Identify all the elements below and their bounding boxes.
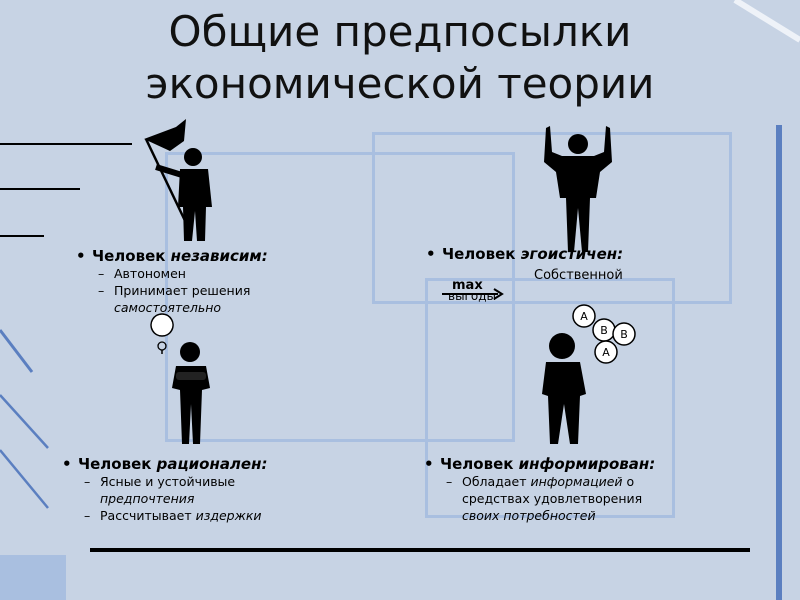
bottom-rule <box>90 548 750 552</box>
egoist-figure <box>544 126 612 252</box>
item-heading: •Человек эгоистичен: <box>426 245 624 263</box>
sub-item-continuation: своих потребностей <box>462 508 596 523</box>
item-egoistic: •Человек эгоистичен: <box>426 245 623 263</box>
title-line-2: экономической теории <box>145 59 655 108</box>
abc-bubbles-icon: A B B A <box>572 304 636 364</box>
title-line-1: Общие предпосылки <box>168 7 632 56</box>
left-line-3 <box>0 235 44 237</box>
bubble-letter: B <box>600 324 608 337</box>
bubble-letter: B <box>620 328 628 341</box>
lightbulb-icon <box>150 313 174 337</box>
page-title: Общие предпосылки экономической теории <box>0 6 800 110</box>
rational-person-figure <box>150 313 210 444</box>
flag-icon <box>144 119 186 151</box>
item-rational: •Человек рационален: –Ясные и устойчивые… <box>62 455 267 524</box>
left-line-1 <box>0 143 132 145</box>
informed-person-figure: A B B A <box>542 304 636 444</box>
bubble-letter: A <box>602 346 610 359</box>
right-accent-bar <box>776 125 782 600</box>
sub-item: –Рассчитывает издержки <box>84 508 262 523</box>
frame-2 <box>372 132 732 304</box>
egoist-under-text: выгоды <box>448 289 496 303</box>
sub-item-continuation: самостоятельно <box>114 300 222 315</box>
sub-item: –Автономен <box>98 266 186 281</box>
sub-item: –Обладает информацией о <box>446 474 635 489</box>
bottom-left-square <box>0 555 66 600</box>
sub-item-continuation: средствах удовлетворения <box>462 491 643 506</box>
item-independent: •Человек независим: –Автономен –Принимае… <box>76 247 268 316</box>
sub-item-continuation: предпочтения <box>100 491 195 506</box>
frame-1 <box>165 152 515 442</box>
item-heading: •Человек независим: <box>76 247 268 265</box>
left-line-2 <box>0 188 80 190</box>
item-heading: •Человек рационален: <box>62 455 268 473</box>
person-with-flag-figure <box>144 119 212 241</box>
max-arrow-icon <box>442 288 504 300</box>
item-heading: •Человек информирован: <box>424 455 656 473</box>
sub-item: –Принимает решения <box>98 283 251 298</box>
bubble-letter: A <box>580 310 588 323</box>
sub-item: –Ясные и устойчивые <box>84 474 236 489</box>
item-informed: •Человек информирован: –Обладает информа… <box>424 455 655 524</box>
egoist-side-text: Собственной <box>534 268 623 283</box>
frame-3 <box>425 278 675 518</box>
egoist-max-label: max <box>452 278 483 293</box>
